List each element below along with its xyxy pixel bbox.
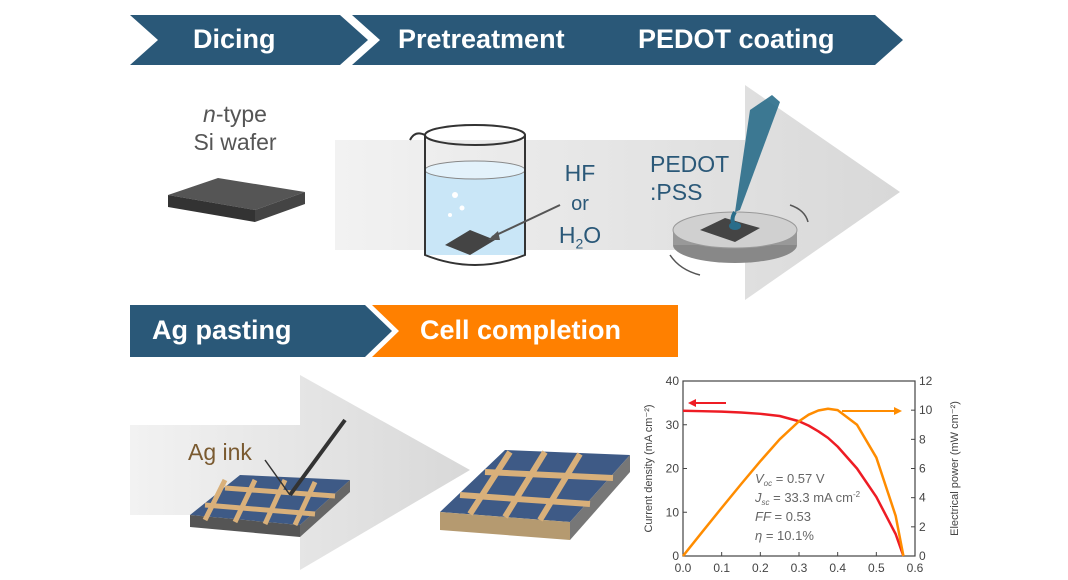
h2o-sub: 2 [575,235,584,252]
annotation-part: = 33.3 mA cm [770,490,853,505]
completed-cell-illustration [440,450,630,540]
pedot-line2: :PSS [650,179,703,205]
x-tick-label: 0.4 [829,561,846,575]
y2-tick-label: 8 [919,432,926,446]
y2-tick-label: 10 [919,403,933,417]
step-dicing-label: Dicing [193,24,276,54]
annotation-part: J [754,490,762,505]
or-text: or [571,193,589,215]
ag-pasting-cell-illustration [190,418,350,537]
spin-coater-illustration [669,95,809,276]
y-tick-label: 30 [666,418,680,432]
wafer-type-italic: n [203,101,216,127]
annotation-part: FF [755,509,772,524]
annotation-part: sc [762,498,770,507]
h2o-o: O [583,222,602,248]
y-tick-label: 40 [666,374,680,388]
annotation-line: Jsc = 33.3 mA cm-2 [754,490,861,507]
y2-tick-label: 12 [919,374,933,388]
step-pedot-coating-label: PEDOT coating [638,24,835,54]
right-axis-arrowhead [894,407,902,415]
banner-dicing [130,15,368,65]
annotation-part: = 0.57 V [772,471,825,486]
y2-axis-label: Electrical power (mW cm⁻²) [949,401,961,536]
step-cell-completion-label: Cell completion [420,315,622,345]
y-axis-label: Current density (mA cm⁻²) [643,404,655,532]
annotation-part: V [755,471,765,486]
x-tick-label: 0.3 [791,561,808,575]
process-arrow-top [335,85,900,300]
annotation-part: = 0.53 [771,509,811,524]
h2o-h: H [558,222,576,248]
y-tick-label: 0 [672,549,679,563]
step-pretreatment-label: Pretreatment [398,24,565,54]
x-tick-label: 0.6 [907,561,924,575]
beaker-illustration [409,124,561,266]
si-wafer-illustration [168,178,305,222]
wafer-name: Si wafer [193,129,277,155]
annotation-part: -2 [853,490,861,499]
x-tick-label: 0.1 [713,561,730,575]
left-axis-arrowhead [688,399,696,407]
annotation-line: η = 10.1% [755,528,814,543]
y2-tick-label: 0 [919,549,926,563]
etchant-label: HF or H2O [550,158,610,260]
y-tick-label: 20 [666,462,680,476]
annotation-line: FF = 0.53 [755,509,811,524]
y2-tick-label: 6 [919,462,926,476]
step-ag-pasting-label: Ag pasting [152,315,292,345]
y-tick-label: 10 [666,505,680,519]
x-tick-label: 0.0 [675,561,692,575]
ag-ink-label: Ag ink [188,439,252,465]
process-arrow-bottom [130,375,470,570]
pedot-line1: PEDOT [650,151,730,177]
y2-tick-label: 4 [919,491,926,505]
banner-cell-completion [372,305,678,357]
hf-text: HF [564,160,596,186]
annotation-line: Voc = 0.57 V [755,471,825,488]
current-density-curve [682,409,905,557]
wafer-type-rest: -type [215,101,267,127]
wafer-label: n-type Si wafer [180,100,290,156]
x-tick-label: 0.2 [752,561,769,575]
annotation-part: = 10.1% [762,528,814,543]
power-curve [682,407,905,557]
pedot-label: PEDOT :PSS [650,150,750,206]
x-tick-label: 0.5 [868,561,885,575]
y2-tick-label: 2 [919,520,926,534]
annotation-part: η [755,528,762,543]
h2o-text: H2O [550,220,610,260]
banner-pretreatment-pedot [352,15,903,65]
banner-ag-pasting [130,305,392,357]
annotation-part: oc [764,479,772,488]
